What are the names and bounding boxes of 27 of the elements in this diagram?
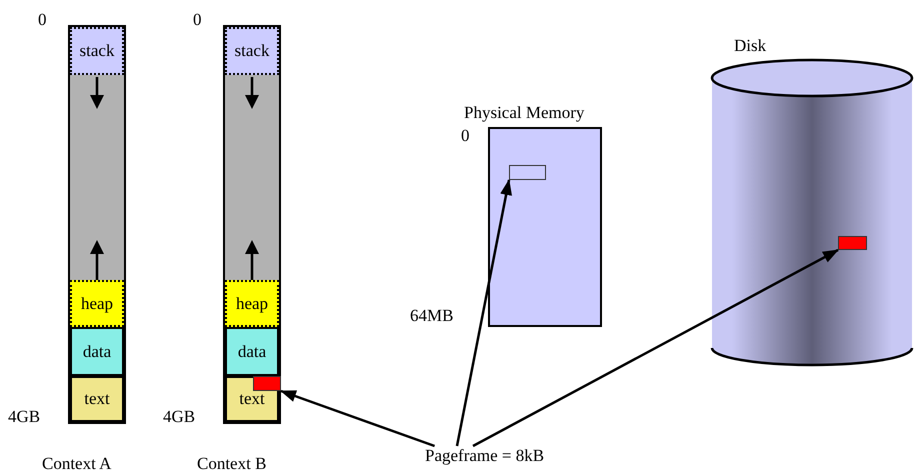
page-block <box>838 236 867 250</box>
axis-label: 4GB <box>163 407 196 427</box>
page-block <box>253 376 281 391</box>
arrow <box>280 390 436 448</box>
free-space <box>225 75 279 280</box>
heading-text: Context B <box>197 454 266 470</box>
data-segment: data <box>225 327 279 376</box>
heap-segment: heap <box>70 280 124 327</box>
axis-label: 4GB <box>8 407 40 427</box>
arrow <box>456 179 512 446</box>
heap-segment: heap <box>225 280 279 327</box>
axis-label: 0 <box>461 126 470 146</box>
heading-text: Context A <box>42 454 112 470</box>
text-segment: text <box>70 376 124 422</box>
page-frame <box>509 165 546 180</box>
heading-text: Physical Memory <box>464 103 584 123</box>
text-segment: text <box>225 376 279 422</box>
axis-label: 0 <box>193 10 202 30</box>
arrow <box>472 248 839 448</box>
stack-segment: stack <box>70 27 124 75</box>
heading-text: Disk <box>734 36 766 56</box>
caption-text: Pageframe = 8kB <box>425 446 585 468</box>
data-segment: data <box>70 327 124 376</box>
free-space <box>70 75 124 280</box>
stack-segment: stack <box>225 27 279 75</box>
axis-label: 0 <box>38 10 46 30</box>
axis-label: 64MB <box>410 306 454 326</box>
